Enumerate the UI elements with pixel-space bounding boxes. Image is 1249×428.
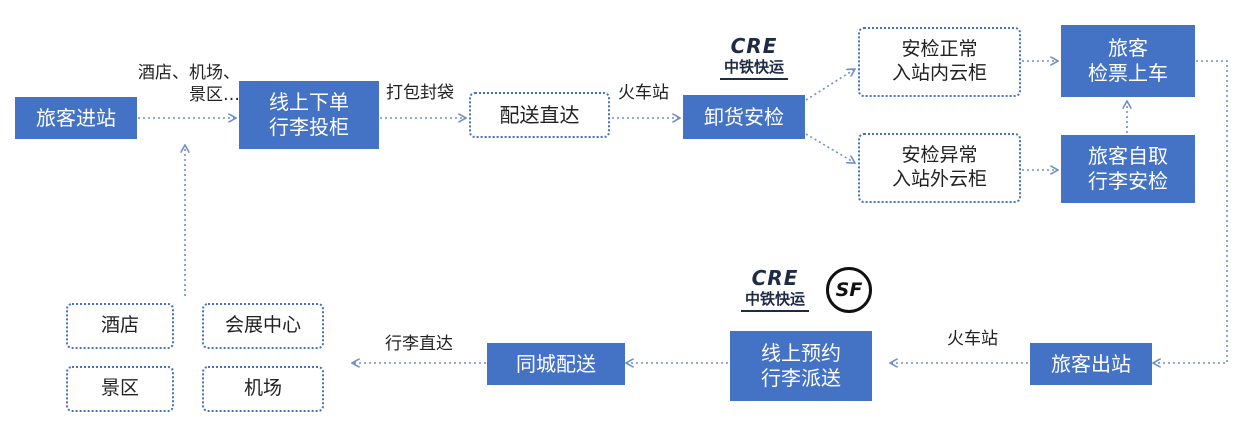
node-passenger-enter: 旅客进站 (15, 97, 137, 139)
sf-logo: SF (826, 267, 876, 317)
arrow-unload-to-abnormal (805, 133, 855, 163)
node-label-line2: 入站外云柜 (891, 168, 987, 190)
node-label: 景区 (100, 377, 139, 400)
node-label: 卸货安检 (704, 104, 784, 129)
node-label-line1: 旅客 (1108, 36, 1148, 60)
node-label-line2: 行李安检 (1088, 169, 1168, 193)
node-label-line2: 入站内云柜 (891, 62, 987, 84)
sf-logo-mark: SF (835, 279, 863, 301)
node-unload-check: 卸货安检 (683, 95, 805, 139)
arrow-board-to-exit (1153, 60, 1228, 363)
node-passenger-exit: 旅客出站 (1030, 343, 1152, 385)
cre-logo-name: 中铁快运 (723, 58, 784, 76)
pack-bag-label: 打包封袋 (386, 83, 454, 103)
node-check-normal: 安检正常 入站内云柜 (858, 27, 1021, 97)
node-label: 旅客进站 (36, 105, 116, 130)
cre-logo-name: 中铁快运 (744, 290, 805, 308)
node-label: 会展中心 (224, 314, 301, 337)
cre-logo-top: CRE 中铁快运 (712, 35, 796, 87)
node-label-line1: 线上预约 (761, 341, 841, 365)
node-label: 同城配送 (516, 351, 596, 376)
node-label: 旅客出站 (1051, 351, 1131, 376)
sources-label: 酒店、机场、 景区… (138, 63, 240, 106)
node-online-reserve: 线上预约 行李派送 (730, 331, 872, 401)
train-station-label-top: 火车站 (618, 83, 669, 103)
node-label-line2: 检票上车 (1088, 61, 1168, 85)
node-dest-scenic: 景区 (66, 366, 174, 412)
node-self-pickup: 旅客自取 行李安检 (1061, 135, 1195, 203)
node-label: 配送直达 (499, 102, 580, 127)
cre-logo-mark: CRE (751, 266, 799, 290)
node-label-line2: 行李派送 (761, 366, 841, 390)
node-online-order: 线上下单 行李投柜 (239, 81, 379, 149)
node-label-line1: 安检正常 (901, 38, 978, 61)
luggage-direct-label: 行李直达 (385, 334, 453, 354)
arrow-unload-to-normal (805, 69, 855, 101)
node-label: 酒店 (100, 314, 139, 337)
cre-logo-bottom: CRE 中铁快运 (733, 267, 817, 319)
cre-logo-mark: CRE (730, 34, 778, 58)
node-check-abnormal: 安检异常 入站外云柜 (858, 133, 1021, 203)
node-delivery-direct: 配送直达 (469, 92, 610, 138)
node-dest-hotel: 酒店 (66, 303, 174, 349)
node-dest-expo: 会展中心 (202, 303, 324, 349)
node-label: 机场 (243, 377, 282, 400)
train-station-label-bottom: 火车站 (947, 329, 998, 349)
node-label-line1: 旅客自取 (1088, 144, 1168, 168)
node-label-line1: 线上下单 (269, 90, 349, 114)
node-label-line2: 行李投柜 (269, 115, 349, 139)
node-ticket-board: 旅客 检票上车 (1061, 25, 1195, 97)
node-city-delivery: 同城配送 (487, 343, 625, 385)
node-label-line1: 安检异常 (901, 144, 978, 167)
node-dest-airport: 机场 (202, 366, 324, 412)
